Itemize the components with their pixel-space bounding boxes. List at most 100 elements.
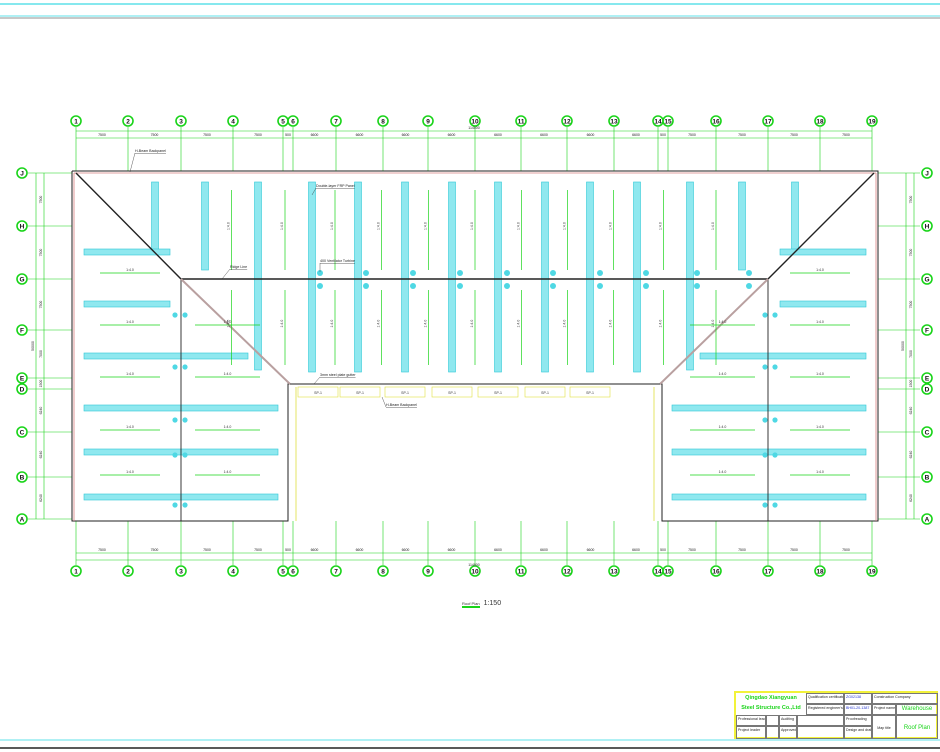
grid-bubble-18: [814, 115, 826, 127]
slope-label: 1:4.0: [224, 372, 232, 376]
grid-label: 6: [291, 569, 295, 576]
ventilator-icon: [762, 312, 768, 318]
column-spacing-dim: 6600: [494, 548, 502, 552]
roof-marks: 1:4.0 1:4.0 1:4.0 1:4.0 1:4.0 1:4.0 1:4.0 1:4.0…: [100, 149, 850, 508]
hip-line: [180, 278, 291, 385]
slope-label: 1:4.0: [563, 320, 567, 328]
ventilator-icon: [317, 270, 323, 276]
ventilator-icon: [172, 502, 178, 508]
grid-label: H: [20, 224, 25, 231]
gutter-note-leader: [313, 376, 321, 385]
brace-label: SP-1: [494, 391, 502, 395]
grid-label: 17: [764, 569, 772, 576]
ventilator-note: 400 Ventilator Turbine: [320, 259, 355, 263]
column-spacing-dim: 7500: [98, 548, 106, 552]
column-spacing-dim: 6600: [402, 548, 410, 552]
slope-label: 1:4.0: [224, 425, 232, 429]
grid-label: A: [20, 517, 25, 524]
grid-label: 13: [610, 569, 618, 576]
ventilator-icon: [504, 270, 510, 276]
row-spacing-dim: 6240: [909, 407, 913, 415]
skylight-panel: [791, 181, 799, 251]
grid-label: A: [925, 517, 930, 524]
grid-bubble-6: [287, 565, 299, 577]
ventilator-icon: [694, 270, 700, 276]
grid-label: E: [925, 376, 930, 383]
slope-label: 1:4.0: [816, 425, 824, 429]
ventilator-icon: [550, 283, 556, 289]
slope-label: 1:4.0: [517, 222, 521, 230]
gutter-beam-note: H-Beam Backpanel: [386, 403, 417, 407]
grid-label: 13: [610, 119, 618, 126]
slope-label: 1:4.0: [517, 320, 521, 328]
column-spacing-dim: 6600: [632, 548, 640, 552]
grid-bubble-D: [921, 383, 933, 395]
grid-label: F: [925, 328, 929, 335]
brace-box: [339, 386, 381, 398]
grid-bubble-A: [921, 513, 933, 525]
slope-label: 1:4.0: [224, 320, 232, 324]
brace-box: [384, 386, 426, 398]
grid-label: 19: [868, 569, 876, 576]
row-spacing-dim: 6240: [909, 451, 913, 459]
lighting-panel-note: Double-layer FRP Panel: [316, 184, 355, 188]
skylight-panel: [686, 181, 694, 371]
hip-line: [659, 278, 769, 385]
grid-bubble-2: [122, 565, 134, 577]
brace-label: SP-1: [541, 391, 549, 395]
slope-label: 1:4.0: [424, 320, 428, 328]
skylight-panel: [671, 448, 867, 456]
license-label: Registered engineer's license No.: [806, 704, 844, 715]
professional-leader-label: Professional leader: [736, 715, 766, 726]
grid-label: 5: [281, 119, 285, 126]
grid-label: 10: [471, 569, 479, 576]
row-spacing-dim: 6240: [39, 494, 43, 502]
skylight-panel: [308, 181, 316, 373]
slope-label: 1:4.0: [719, 470, 727, 474]
column-spacing-dim: 6600: [632, 133, 640, 137]
ventilator-icon: [182, 502, 188, 508]
ventilator-icon: [457, 270, 463, 276]
total-length-dim: 114000: [468, 126, 479, 130]
slope-label: 1:4.0: [711, 320, 715, 328]
grid-label: 6: [291, 119, 295, 126]
slope-label: 1:4.0: [719, 372, 727, 376]
slope-label: 1:4.0: [816, 372, 824, 376]
qualification-value: ZG02138: [844, 693, 872, 704]
column-spacing-dim: 7500: [203, 133, 211, 137]
row-spacing-dim: 7000: [909, 350, 913, 358]
total-length-dim: 114000: [468, 563, 479, 567]
ventilator-icon: [182, 452, 188, 458]
grid-label: 7: [334, 119, 338, 126]
total-width-dim: 50000: [901, 341, 905, 351]
grid-label: 5: [281, 569, 285, 576]
column-spacing-dim: 7500: [688, 548, 696, 552]
brace-label: SP-1: [448, 391, 456, 395]
slope-label: 1:4.0: [224, 470, 232, 474]
grid-bubble-13: [608, 565, 620, 577]
slope-label: 1:4.0: [126, 372, 134, 376]
row-spacing-dim: 7500: [909, 301, 913, 309]
column-spacing-dim: 6600: [448, 548, 456, 552]
ridge-line-note: Ridge Line: [230, 265, 247, 269]
ventilator-icon: [172, 452, 178, 458]
scale-ratio: 1:150: [483, 600, 502, 607]
map-title-value: Roof Plan: [896, 715, 938, 739]
grid-bubble-6: [287, 115, 299, 127]
ventilator-icon: [772, 417, 778, 423]
grid-bubble-15: [662, 115, 674, 127]
slope-label: 1:4.0: [126, 425, 134, 429]
ventilator-icon: [762, 364, 768, 370]
ventilator-icon: [182, 364, 188, 370]
total-width-dim: 50000: [31, 341, 35, 351]
grid-label: 14: [654, 119, 662, 126]
grid-label: 17: [764, 119, 772, 126]
grid-bubble-H: [921, 220, 933, 232]
column-spacing-dim: 6600: [587, 548, 595, 552]
grid-bubble-12: [561, 565, 573, 577]
ventilator-icon: [172, 364, 178, 370]
ventilator-icon: [772, 312, 778, 318]
column-spacing-dim: 500: [660, 133, 666, 137]
grid-bubble-19: [866, 115, 878, 127]
